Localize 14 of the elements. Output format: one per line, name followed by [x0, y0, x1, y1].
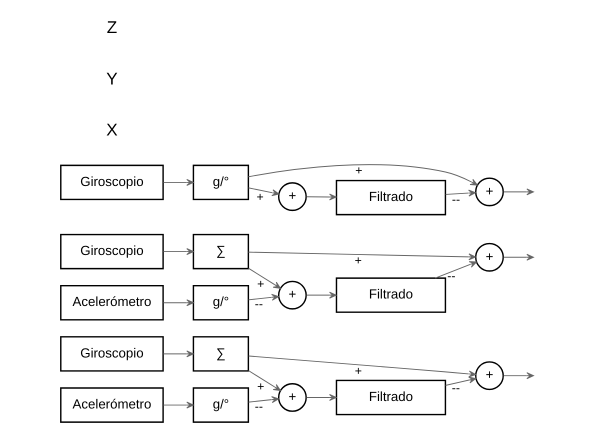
- edge-label: +: [256, 277, 264, 292]
- edge-label: +: [354, 364, 362, 378]
- edge-label: --: [254, 297, 263, 312]
- edge-label: +: [256, 190, 264, 204]
- edge-label: --: [451, 192, 460, 206]
- edge-label: --: [451, 380, 460, 395]
- label: Y: [106, 69, 118, 88]
- label: Z: [106, 18, 117, 38]
- edge-label: +: [354, 164, 362, 178]
- label: X: [106, 120, 118, 140]
- edge-label: +: [354, 253, 362, 268]
- edge-label: +: [256, 379, 264, 394]
- edge-label: --: [446, 268, 455, 283]
- edge-label: --: [254, 399, 263, 414]
